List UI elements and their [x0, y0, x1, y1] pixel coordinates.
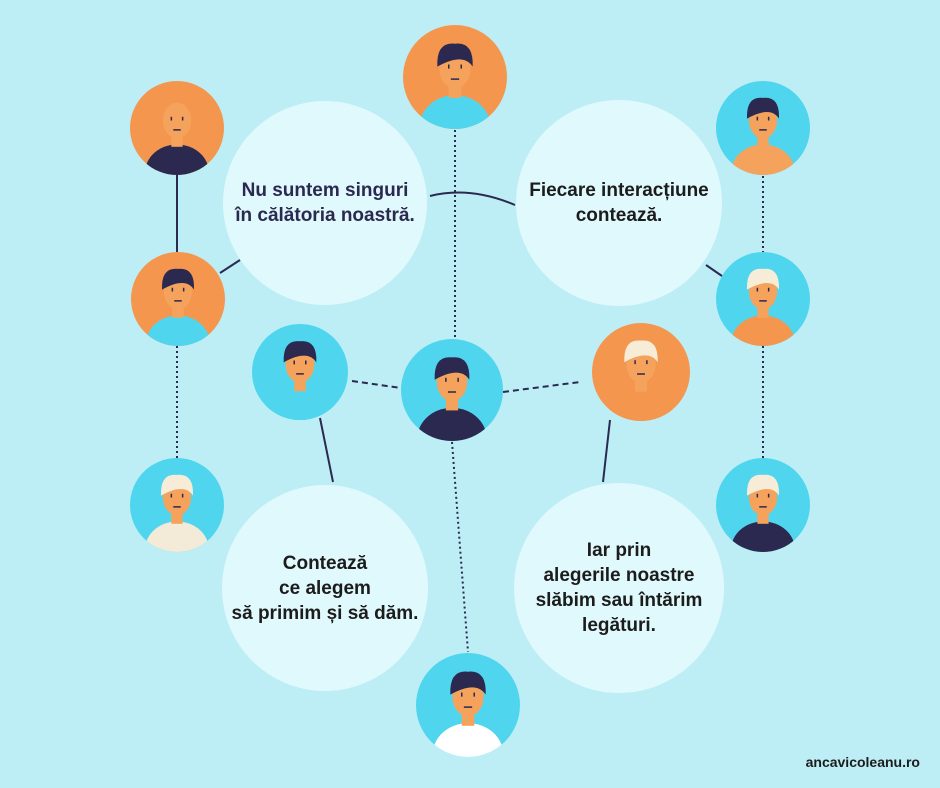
person-hair	[161, 268, 195, 290]
connector	[602, 419, 611, 483]
person-hair	[746, 97, 780, 119]
avatar	[130, 81, 224, 175]
avatar	[716, 81, 810, 175]
person-icon	[145, 474, 209, 552]
person-head	[162, 102, 192, 139]
person-body	[731, 315, 795, 346]
person-icon	[432, 671, 504, 757]
person-icon	[146, 268, 210, 346]
quote-bubble	[516, 100, 722, 306]
avatar	[403, 25, 507, 129]
person-hair	[437, 43, 473, 67]
connector	[219, 259, 241, 274]
connector	[429, 191, 516, 206]
person-hair	[624, 340, 658, 363]
person-body	[432, 723, 504, 757]
person-icon	[267, 341, 333, 420]
person-icon	[731, 268, 795, 346]
quote-bubble	[223, 101, 427, 305]
website-link[interactable]: ancavicoleanu.ro	[805, 754, 920, 770]
connector	[351, 380, 402, 389]
avatar	[252, 324, 348, 420]
person-body	[417, 407, 487, 441]
connector	[451, 441, 469, 653]
person-icon	[417, 357, 487, 441]
person-hair	[746, 474, 780, 496]
avatar	[131, 252, 225, 346]
avatar	[416, 653, 520, 757]
person-hair	[283, 341, 317, 363]
person-body	[145, 521, 209, 552]
connector	[705, 264, 723, 277]
person-neck	[172, 300, 184, 318]
person-icon	[145, 102, 209, 175]
person-hair	[434, 357, 470, 380]
quote-bubble	[514, 483, 724, 693]
connector	[502, 381, 581, 393]
person-neck	[757, 300, 769, 318]
avatar	[401, 339, 503, 441]
person-icon	[731, 97, 795, 175]
person-body	[731, 144, 795, 175]
avatar	[130, 458, 224, 552]
avatar	[716, 252, 810, 346]
person-hair	[450, 671, 486, 695]
connector	[319, 417, 334, 483]
avatar	[592, 323, 690, 421]
person-hair	[746, 268, 780, 290]
quote-bubble	[222, 485, 428, 691]
person-body	[267, 388, 333, 420]
person-icon	[607, 340, 675, 421]
person-icon	[419, 43, 491, 129]
person-body	[731, 521, 795, 552]
person-hair	[160, 474, 194, 496]
person-body	[145, 144, 209, 175]
avatar	[716, 458, 810, 552]
person-body	[146, 315, 210, 346]
person-body	[607, 389, 675, 421]
person-body	[419, 95, 491, 129]
person-icon	[731, 474, 795, 552]
